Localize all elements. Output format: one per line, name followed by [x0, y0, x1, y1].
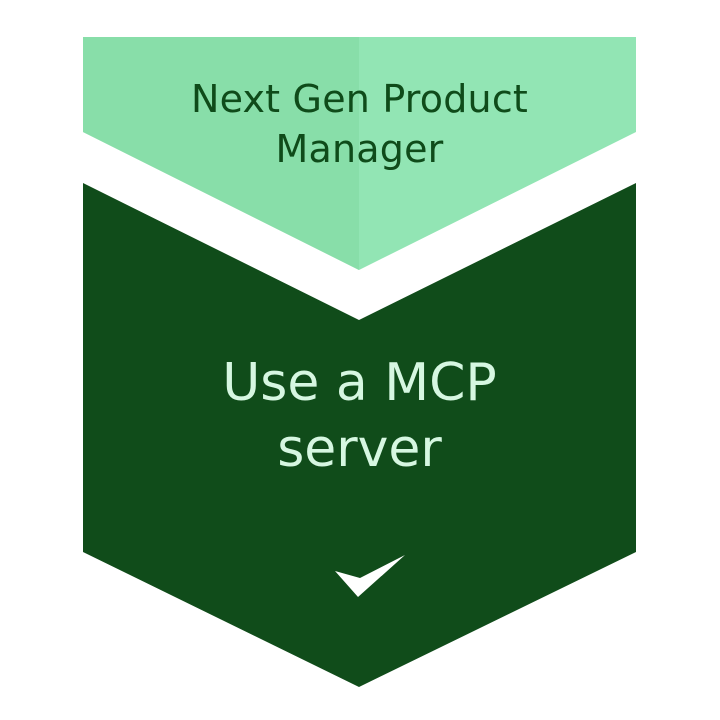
title-line-1: Use a MCP [222, 353, 497, 413]
top-banner-shade [83, 37, 359, 270]
title-line-2: server [277, 419, 442, 479]
badge-subtitle: Next Gen Product Manager [83, 74, 636, 174]
subtitle-line-2: Manager [275, 127, 444, 171]
subtitle-line-1: Next Gen Product [190, 77, 529, 121]
checkmark-icon [335, 555, 405, 597]
badge-title: Use a MCP server [83, 350, 636, 482]
main-shield [83, 183, 636, 687]
